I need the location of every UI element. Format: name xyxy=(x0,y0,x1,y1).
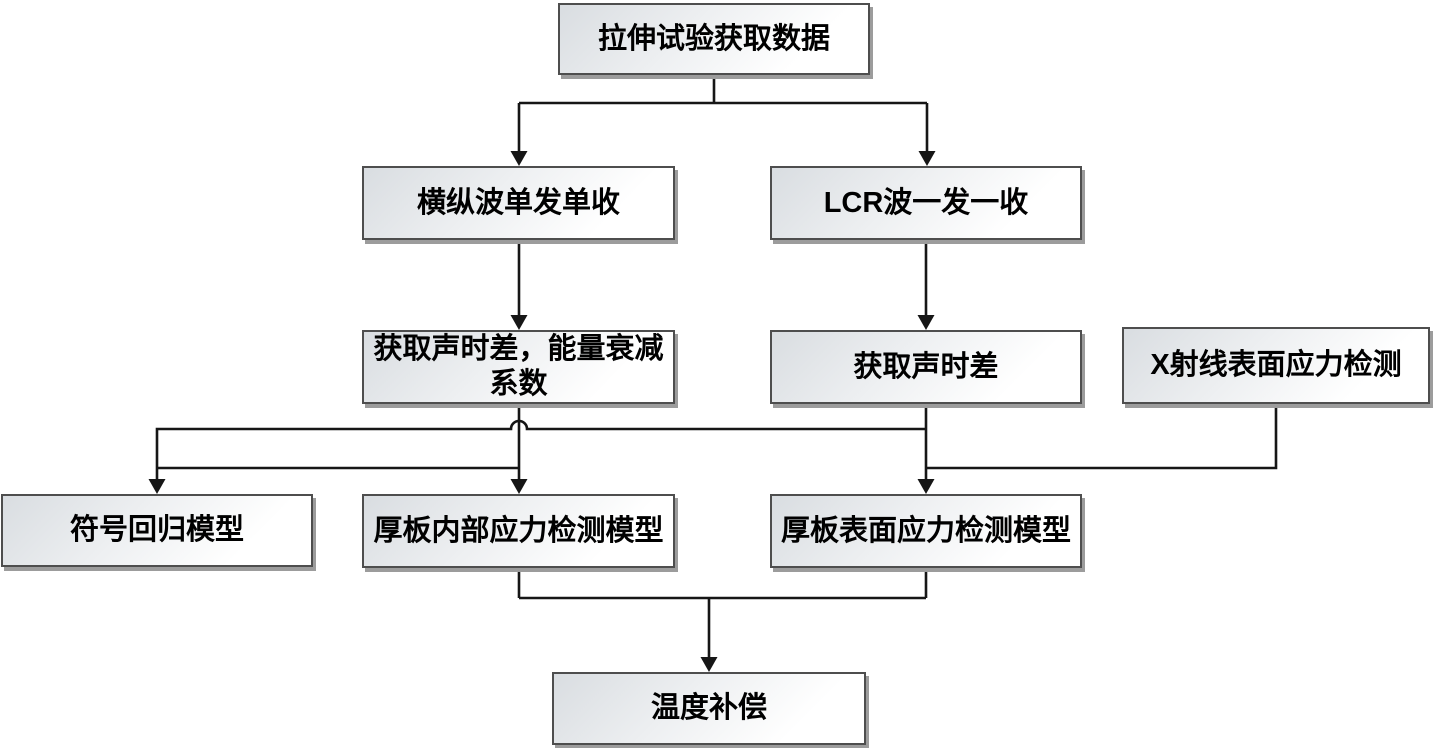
node-label: LCR波一发一收 xyxy=(823,186,1029,219)
arrowhead-down-icon xyxy=(148,479,166,494)
node-tensile-test-data: 拉伸试验获取数据 xyxy=(558,3,870,75)
edge-xray-to-surface-model xyxy=(927,404,1278,470)
node-label: 温度补偿 xyxy=(650,692,767,725)
node-label: 厚板表面应力检测模型 xyxy=(780,514,1071,547)
node-symbolic-regression-model: 符号回归模型 xyxy=(1,494,313,567)
node-temperature-compensation: 温度补偿 xyxy=(552,672,866,745)
node-label: 获取声时差，能量衰减系数 xyxy=(373,333,664,400)
arrowhead-down-icon xyxy=(510,315,528,330)
node-label: 获取声时差 xyxy=(853,350,999,383)
node-label: 横纵波单发单收 xyxy=(416,186,620,219)
arrowhead-down-icon xyxy=(917,479,935,494)
node-acoustic-time-difference: 获取声时差 xyxy=(770,330,1082,404)
node-label: 符号回归模型 xyxy=(69,514,244,547)
arrowhead-down-icon xyxy=(700,657,718,672)
node-acoustic-time-difference-attenuation: 获取声时差，能量衰减系数 xyxy=(362,330,675,404)
arrowhead-down-icon xyxy=(918,151,936,166)
node-lcr-wave: LCR波一发一收 xyxy=(770,166,1082,240)
edge-timediff-to-regression xyxy=(155,419,926,480)
edge-top-split xyxy=(517,75,929,152)
node-label: 厚板内部应力检测模型 xyxy=(373,514,664,547)
edge-models-to-temperature xyxy=(517,568,928,659)
node-label: 拉伸试验获取数据 xyxy=(597,22,830,55)
node-xray-surface-stress-detection: X射线表面应力检测 xyxy=(1122,327,1430,404)
arrowhead-down-icon xyxy=(917,315,935,330)
node-plate-surface-stress-model: 厚板表面应力检测模型 xyxy=(770,494,1082,568)
node-transverse-longitudinal-wave: 横纵波单发单收 xyxy=(362,166,675,240)
arrowhead-down-icon xyxy=(510,151,528,166)
node-label: X射线表面应力检测 xyxy=(1150,349,1402,382)
node-plate-internal-stress-model: 厚板内部应力检测模型 xyxy=(362,494,675,568)
arrowhead-down-icon xyxy=(510,479,528,494)
